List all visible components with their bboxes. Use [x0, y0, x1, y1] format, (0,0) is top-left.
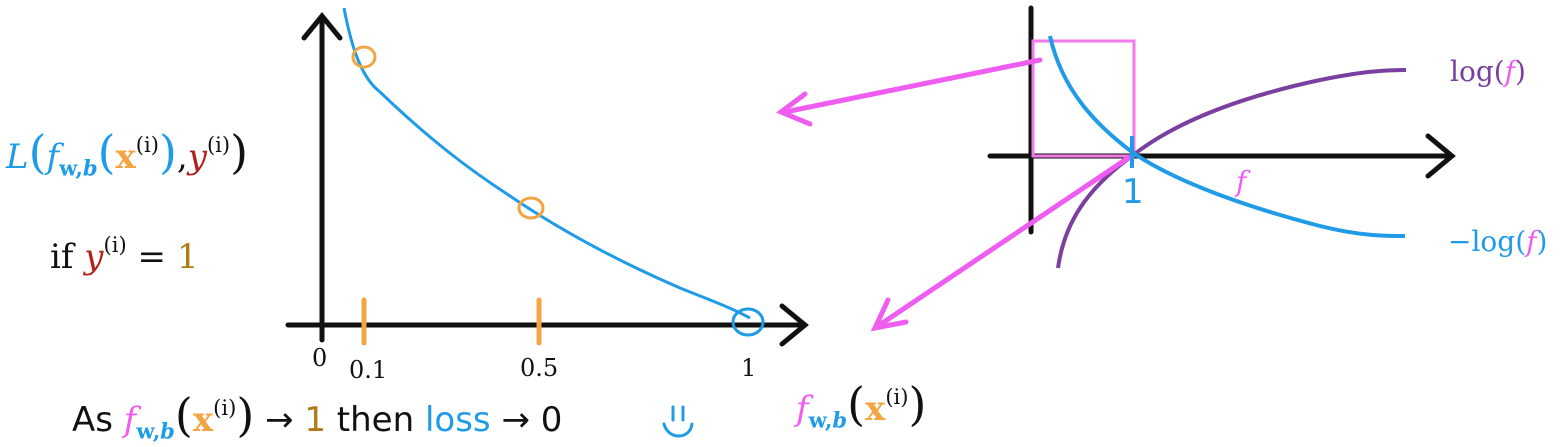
neg-log-curve-right — [1048, 35, 1406, 238]
log-curve — [1056, 68, 1407, 269]
left-plot-axes — [285, 12, 809, 347]
right-tick-label-1: 1 — [1122, 172, 1144, 212]
tick-label-1: 1 — [741, 354, 757, 382]
point-at-0-5 — [517, 196, 545, 220]
bottom-statement: As fw,b(x(i)) → 1 then loss → 0 — [72, 388, 563, 444]
arrow-to-loss-line — [782, 57, 1043, 115]
condition-expression: if y(i) = 1 — [50, 232, 199, 277]
tick-label-0-5: 0.5 — [520, 354, 559, 382]
arrow-to-f-line — [875, 155, 1131, 329]
right-x-axis-arrowhead — [1425, 133, 1456, 179]
tick-label-0-1: 0.1 — [349, 356, 388, 384]
arrow-to-loss-head — [775, 91, 813, 127]
neg-log-f-label: −log(f) — [1448, 225, 1548, 258]
left-y-axis-arrowhead — [301, 12, 343, 41]
loss-expression: L(fw,b(x(i)),y(i)) — [6, 125, 249, 181]
point-at-0-1 — [351, 45, 377, 69]
smiley-doodle — [662, 405, 694, 438]
f-expression-label: fw,b(x(i)) — [796, 377, 927, 433]
left-plot-ticks — [361, 297, 542, 346]
left-x-axis-arrowhead — [779, 303, 809, 347]
arrow-to-f-head — [870, 297, 909, 332]
point-at-1 — [731, 307, 765, 337]
sample-points — [351, 45, 545, 220]
neg-log-curve-left — [342, 7, 751, 320]
pointer-arrows — [775, 57, 1131, 332]
tick-label-0: 0 — [312, 344, 328, 372]
f-axis-label: f — [1236, 165, 1247, 198]
log-f-label: log(f) — [1450, 55, 1526, 88]
highlight-box — [1031, 39, 1136, 158]
